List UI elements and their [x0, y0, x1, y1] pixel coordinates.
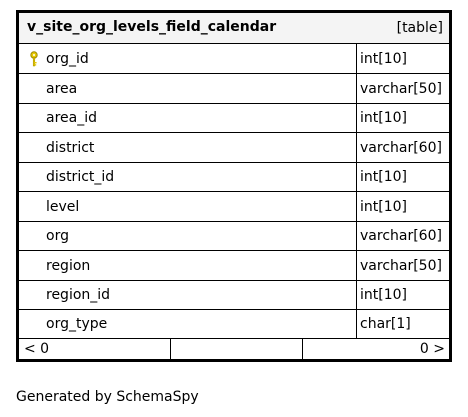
column-row: level int[10] [19, 192, 449, 222]
column-name: district_id [46, 169, 115, 185]
column-type: varchar[60] [360, 228, 442, 244]
children-count[interactable]: 0 > [419, 341, 445, 357]
column-name: region_id [46, 287, 111, 303]
column-type-cell: int[10] [356, 44, 449, 73]
column-type-cell: int[10] [356, 280, 449, 309]
key-icon [30, 51, 38, 67]
column-type-cell: varchar[60] [356, 221, 449, 250]
column-type: int[10] [360, 169, 407, 185]
column-type-cell: int[10] [356, 192, 449, 221]
table-footer: < 0 0 > [19, 339, 449, 359]
column-row: district varchar[60] [19, 133, 449, 163]
column-type-cell: varchar[50] [356, 251, 449, 280]
column-row: org varchar[60] [19, 221, 449, 251]
column-name: level [46, 199, 80, 215]
column-name: district [46, 140, 95, 156]
column-row: district_id int[10] [19, 162, 449, 192]
column-type-cell: int[10] [356, 162, 449, 191]
column-name: area [46, 81, 78, 97]
table-kind-label: [table] [396, 20, 443, 36]
table-node[interactable]: v_site_org_levels_field_calendar [table]… [16, 10, 452, 362]
column-type-cell: varchar[60] [356, 133, 449, 162]
column-name: org_type [46, 316, 108, 332]
column-name: org [46, 228, 69, 244]
column-name: org_id [46, 51, 89, 67]
column-type-cell: char[1] [356, 309, 449, 338]
column-type-cell: int[10] [356, 103, 449, 132]
column-type: varchar[50] [360, 81, 442, 97]
column-type-cell: varchar[50] [356, 74, 449, 103]
column-type: char[1] [360, 316, 411, 332]
column-type: int[10] [360, 199, 407, 215]
column-type: int[10] [360, 287, 407, 303]
column-row: region varchar[50] [19, 251, 449, 281]
column-row: org_id int[10] [19, 44, 449, 74]
column-row: org_type char[1] [19, 309, 449, 339]
column-type: int[10] [360, 51, 407, 67]
column-type: varchar[50] [360, 258, 442, 274]
generated-by-label: Generated by SchemaSpy [16, 389, 199, 405]
parents-count[interactable]: < 0 [24, 341, 50, 357]
column-row: region_id int[10] [19, 280, 449, 310]
table-name: v_site_org_levels_field_calendar [27, 19, 277, 35]
column-type: int[10] [360, 110, 407, 126]
column-name: area_id [46, 110, 97, 126]
footer-divider [170, 339, 171, 359]
column-row: area_id int[10] [19, 103, 449, 133]
table-header: v_site_org_levels_field_calendar [table] [19, 13, 449, 44]
footer-divider [302, 339, 303, 359]
column-row: area varchar[50] [19, 74, 449, 104]
column-type: varchar[60] [360, 140, 442, 156]
column-name: region [46, 258, 91, 274]
